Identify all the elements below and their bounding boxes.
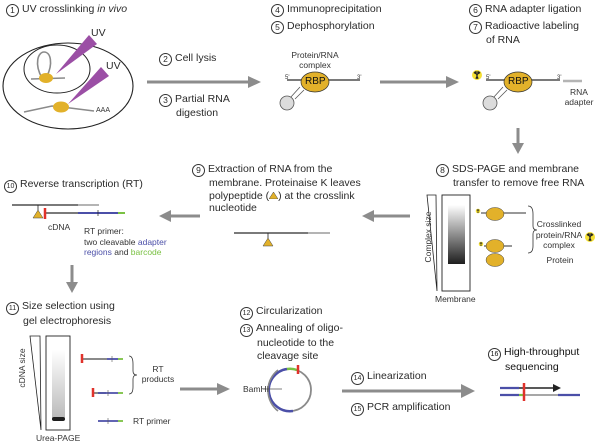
arrow-head-icon: [512, 143, 524, 154]
five-prime-label: 5': [285, 75, 290, 81]
arrow-head-icon: [362, 210, 374, 222]
rbp-icon: [300, 71, 330, 93]
sequencing-read: [500, 383, 580, 401]
uv-beam-icon: [56, 35, 97, 74]
uv-beam-icon: [68, 67, 109, 104]
read-direction-icon: [553, 384, 561, 392]
sds-page-membrane: [426, 194, 595, 292]
protein-icon: [485, 253, 505, 267]
polya-label: AAA: [96, 107, 111, 114]
polypeptide-icon: [262, 237, 274, 247]
antibody-bead-icon: [279, 95, 295, 111]
protein-rna-complex-icon: [485, 207, 505, 221]
extracted-rna: [234, 232, 330, 247]
complex-size-label: Complex size: [423, 211, 433, 263]
bamhi-label: BamHI: [243, 384, 269, 394]
barcode-region: [286, 367, 298, 372]
five-prime-label: 5': [486, 75, 491, 81]
three-prime-label: 3': [557, 75, 562, 81]
primer-band: [52, 417, 65, 421]
cell-membrane: [2, 42, 134, 130]
brace: [527, 205, 538, 254]
uv-label: UV: [91, 27, 106, 39]
arrow-head-icon: [217, 383, 230, 395]
uv-label: UV: [106, 60, 121, 72]
size-wedge: [426, 194, 438, 292]
rbp-icon: [503, 71, 533, 93]
rt-primer-label: RT primer: [133, 416, 171, 426]
gel-smear: [448, 205, 465, 264]
labeled-complex: [472, 70, 582, 111]
radioactive-icon: [472, 70, 482, 80]
radioactive-icon: [585, 232, 595, 242]
gel-lane: [52, 350, 65, 420]
urea-page-label: Urea-PAGE: [36, 433, 81, 443]
oligonucleotide: [267, 369, 279, 412]
circularized-cdna: [263, 365, 312, 413]
arrow-head-icon: [159, 210, 171, 222]
urea-page-gel: [29, 335, 138, 431]
nucleus: [23, 44, 91, 94]
arrow-head-icon: [66, 282, 78, 293]
membrane-label: Membrane: [435, 294, 476, 304]
protein-nuclear: [39, 73, 53, 83]
arrow-head-icon: [446, 76, 459, 88]
three-prime-label: 3': [357, 75, 362, 81]
size-wedge: [29, 335, 42, 431]
antibody-bead-icon: [482, 95, 498, 111]
cell-illustration: [2, 35, 134, 130]
brace: [128, 355, 138, 395]
adapter-region: [267, 367, 294, 413]
protein-rna-complex: [279, 71, 360, 111]
rbp-label: RBP: [305, 76, 326, 87]
rbp-label: RBP: [508, 76, 529, 87]
rt-primer-description: RT primer: two cleavable adapter regions…: [84, 226, 167, 257]
cdna-label: cDNA: [48, 222, 71, 232]
protein-label: Protein: [546, 255, 574, 265]
protein-cytoplasm: [53, 101, 69, 113]
protein-rna-complex-icon: [485, 239, 505, 253]
step-number: 1: [6, 4, 19, 17]
polypeptide-icon: [32, 209, 44, 219]
polypeptide-icon: [268, 191, 279, 199]
arrow-head-icon: [248, 76, 261, 88]
cdna-size-label: cDNA size: [17, 348, 27, 388]
arrow-head-icon: [461, 384, 475, 398]
reverse-transcription: [12, 204, 125, 219]
